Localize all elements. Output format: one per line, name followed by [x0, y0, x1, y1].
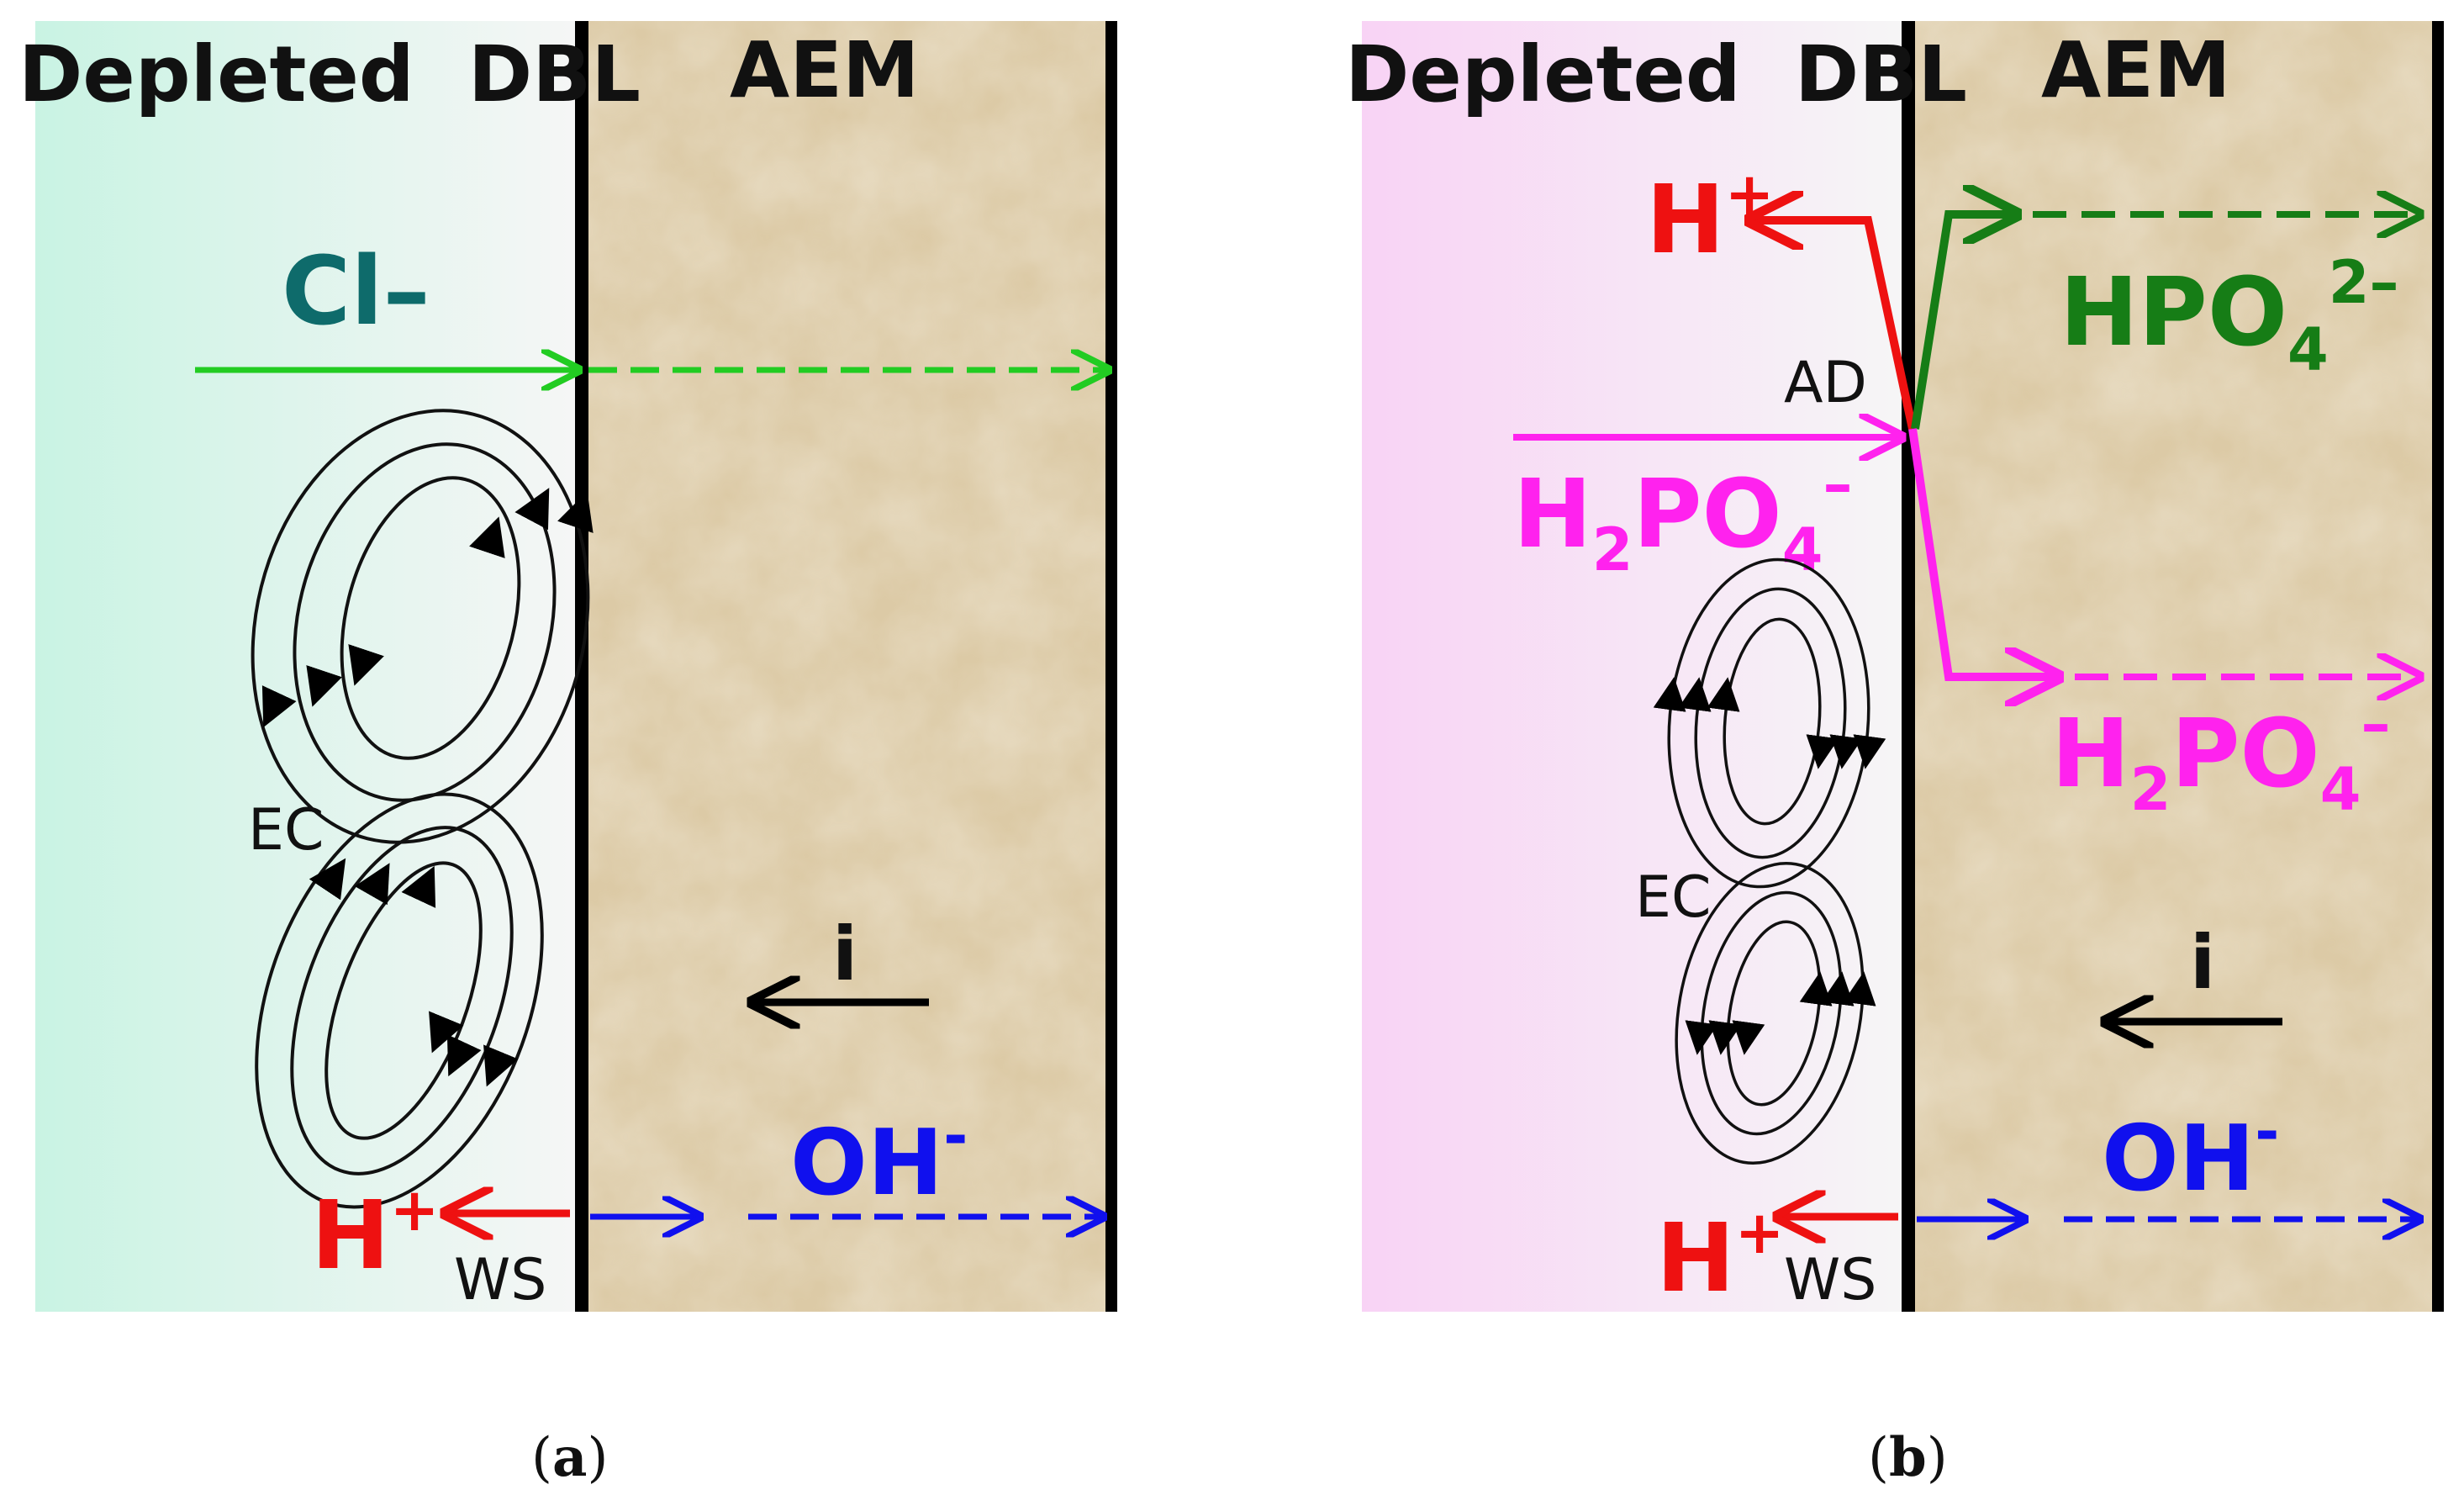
panel-b-ec-label: EC — [1635, 864, 1711, 931]
panel-a-oh-label: OH- — [790, 1102, 968, 1216]
panel-b-h2po4-right-sup: – — [2361, 689, 2390, 758]
panel-a-oh-text: OH — [790, 1111, 943, 1216]
panel-b-caption-letter: b — [1889, 1426, 1927, 1489]
panel-b-hpo4-sup: 2– — [2329, 248, 2399, 317]
panel-a-caption-close: ) — [587, 1427, 608, 1489]
panel-a-ws-label: WS — [454, 1247, 546, 1313]
panel-b-hpo4-sub: 4 — [2287, 315, 2329, 384]
panel-a-header-aem: AEM — [730, 25, 920, 115]
panel-a-h-sup: + — [390, 1176, 440, 1244]
panel-b-h-top-arrow — [1750, 220, 1917, 431]
panel-a-vortex-lower — [255, 792, 544, 1209]
panel-b-h2po4-left-h: H — [1513, 460, 1592, 569]
panel-b-vortex-upper — [1653, 557, 1886, 889]
panel-b-h2po4-right-sub: 2 — [2130, 755, 2171, 824]
panel-b-h-label: H+ — [1656, 1198, 1784, 1313]
panel-b-hpo4-text: HPO — [2060, 258, 2287, 367]
panel-a-ec-label: EC — [248, 797, 324, 864]
panel-b-oh-label: OH- — [2102, 1097, 2279, 1212]
panel-b-h-text: H — [1656, 1204, 1735, 1313]
panel-b-oh-sup: - — [2255, 1097, 2279, 1166]
panel-a-oh-sup: - — [943, 1102, 968, 1170]
panel-a-dbl-region — [35, 21, 582, 1312]
panel-b: Depleted DBL AEM H+ HPO42– AD H2PO4– H2P… — [1345, 21, 2444, 1489]
panel-b-h2po4-left-label: H2PO4– — [1513, 450, 1852, 584]
panel-b-header-dbl: Depleted DBL — [1345, 29, 1967, 119]
panel-b-i-label: i — [2190, 919, 2215, 1006]
panel-b-dbl-region — [1362, 21, 1908, 1312]
panel-b-h2po4-right-sub2: 4 — [2320, 755, 2361, 824]
panel-b-vortex-lower — [1675, 861, 1876, 1165]
panel-a-h-label: H+ — [311, 1176, 439, 1291]
panel-a-cl-label: Cl– — [282, 237, 430, 346]
panel-b-caption-close: ) — [1927, 1427, 1948, 1489]
panel-a-header-dbl: Depleted DBL — [18, 29, 641, 119]
panel-b-h2po4-right-po: PO — [2171, 700, 2319, 809]
panel-a-membrane-texture — [582, 21, 1111, 1312]
panel-a-vortex-upper — [251, 409, 594, 844]
panel-b-h2po4-arrow-solid — [1908, 428, 2058, 677]
panel-b-caption: (b) — [1868, 1426, 1948, 1489]
panel-b-h2po4-left-sub: 2 — [1592, 515, 1633, 584]
panel-b-ad-label: AD — [1784, 350, 1867, 416]
panel-b-header-aem: AEM — [2041, 25, 2231, 115]
panel-a: Depleted DBL AEM Cl– EC — [18, 21, 1117, 1489]
panel-a-i-label: i — [832, 911, 857, 997]
panel-b-oh-text: OH — [2102, 1107, 2255, 1212]
panel-b-h-top-text: H — [1646, 166, 1725, 275]
panel-b-hpo4-arrow-solid — [1911, 214, 2016, 430]
panel-b-h2po4-left-po: PO — [1633, 460, 1781, 569]
panel-a-caption-letter: a — [552, 1426, 587, 1489]
panel-a-caption-open: ( — [531, 1427, 552, 1489]
panel-b-hpo4-label: HPO42– — [2060, 248, 2398, 384]
panel-b-h-sup: + — [1735, 1198, 1785, 1267]
panel-a-h-text: H — [311, 1181, 390, 1291]
panel-b-h2po4-right-label: H2PO4– — [2051, 689, 2390, 824]
panel-b-h2po4-right-h: H — [2051, 700, 2130, 809]
panel-a-caption: (a) — [531, 1426, 608, 1489]
panel-b-ws-label: WS — [1784, 1247, 1876, 1313]
panel-b-h2po4-left-sup: – — [1823, 450, 1852, 519]
panel-b-caption-open: ( — [1868, 1427, 1889, 1489]
